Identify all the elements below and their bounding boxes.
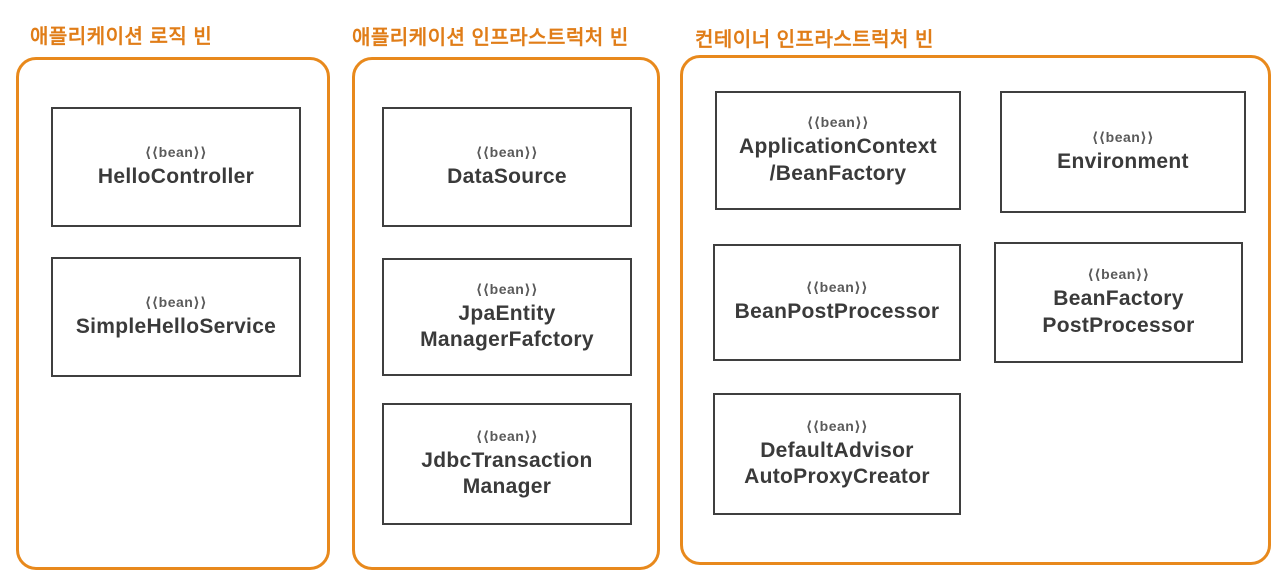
bean-box-environment: ⟨⟨bean⟩⟩ Environment (1000, 91, 1246, 213)
bean-stereotype: ⟨⟨bean⟩⟩ (805, 417, 869, 434)
bean-box-jpaentitymanagerfafctory: ⟨⟨bean⟩⟩ JpaEntity ManagerFafctory (382, 258, 632, 376)
group-label-container-infrastructure: 컨테이너 인프라스트럭처 빈 (695, 29, 934, 51)
bean-name: JpaEntity ManagerFafctory (420, 301, 594, 351)
group-application-infrastructure-beans: ⟨⟨bean⟩⟩ DataSource ⟨⟨bean⟩⟩ JpaEntity M… (352, 57, 660, 570)
bean-box-defaultadvisorautoproxycreator: ⟨⟨bean⟩⟩ DefaultAdvisor AutoProxyCreator (713, 393, 961, 515)
bean-name: BeanFactory PostProcessor (1042, 287, 1195, 337)
bean-box-beanfactorypostprocessor: ⟨⟨bean⟩⟩ BeanFactory PostProcessor (994, 242, 1243, 363)
bean-box-hellocontroller: ⟨⟨bean⟩⟩ HelloController (51, 107, 301, 227)
group-application-logic-beans: ⟨⟨bean⟩⟩ HelloController ⟨⟨bean⟩⟩ Simple… (16, 57, 330, 570)
bean-box-beanpostprocessor: ⟨⟨bean⟩⟩ BeanPostProcessor (713, 244, 961, 361)
group-container-infrastructure-beans: ⟨⟨bean⟩⟩ ApplicationContext /BeanFactory… (680, 55, 1271, 565)
bean-name: DataSource (447, 164, 567, 188)
bean-stereotype: ⟨⟨bean⟩⟩ (475, 143, 539, 160)
bean-stereotype: ⟨⟨bean⟩⟩ (144, 143, 208, 160)
bean-name: ApplicationContext /BeanFactory (739, 135, 937, 185)
bean-box-datasource: ⟨⟨bean⟩⟩ DataSource (382, 107, 632, 227)
bean-stereotype: ⟨⟨bean⟩⟩ (1087, 266, 1150, 283)
bean-box-simplehelloservice: ⟨⟨bean⟩⟩ SimpleHelloService (51, 257, 301, 377)
bean-name: BeanPostProcessor (734, 300, 940, 324)
bean-name: HelloController (97, 164, 255, 188)
bean-name: DefaultAdvisor AutoProxyCreator (744, 438, 930, 488)
bean-stereotype: ⟨⟨bean⟩⟩ (806, 114, 870, 131)
bean-stereotype: ⟨⟨bean⟩⟩ (144, 293, 208, 310)
bean-name: SimpleHelloService (75, 314, 277, 338)
bean-stereotype: ⟨⟨bean⟩⟩ (1091, 128, 1155, 145)
bean-name: JdbcTransaction Manager (421, 448, 593, 498)
bean-stereotype: ⟨⟨bean⟩⟩ (475, 280, 539, 297)
bean-stereotype: ⟨⟨bean⟩⟩ (475, 427, 539, 444)
group-label-application-infrastructure: 애플리케이션 인프라스트럭처 빈 (352, 27, 629, 49)
bean-box-applicationcontext-beanfactory: ⟨⟨bean⟩⟩ ApplicationContext /BeanFactory (715, 91, 961, 210)
bean-box-jdbctransactionmanager: ⟨⟨bean⟩⟩ JdbcTransaction Manager (382, 403, 632, 525)
bean-stereotype: ⟨⟨bean⟩⟩ (805, 279, 869, 296)
bean-name: Environment (1057, 149, 1189, 173)
group-label-application-logic: 애플리케이션 로직 빈 (30, 26, 213, 48)
